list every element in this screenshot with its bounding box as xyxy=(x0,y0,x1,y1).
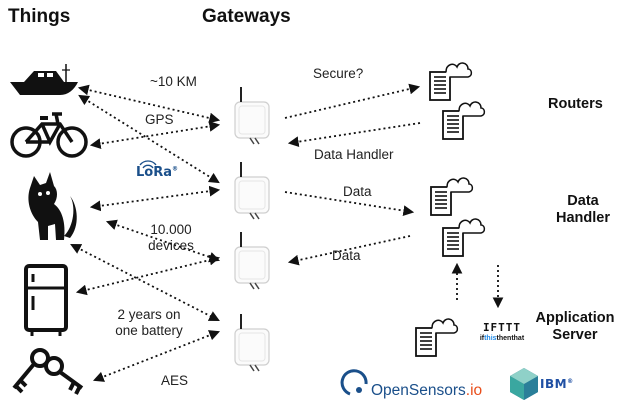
cat-icon xyxy=(28,172,77,240)
keys-icon xyxy=(12,348,84,395)
link-gw2-handler xyxy=(284,191,415,216)
link-keys-gw4 xyxy=(92,330,221,382)
connection-lines xyxy=(70,83,504,382)
label-data-2: Data xyxy=(332,248,361,263)
ifttt-logo: IFTTT ifthisthenthat xyxy=(479,321,525,342)
application-server-label: Application Server xyxy=(535,310,615,343)
boat-icon xyxy=(10,64,78,95)
link-fridge-gw4 xyxy=(70,244,220,321)
gateway-4-icon xyxy=(234,313,270,372)
label-range: ~10 KM xyxy=(150,74,197,89)
label-gps: GPS xyxy=(145,112,174,127)
gateway-3-icon xyxy=(234,231,270,290)
link-fridge-gw3 xyxy=(75,254,221,296)
opensensors-logo-icon xyxy=(340,369,368,396)
link-gw1-router xyxy=(284,83,421,119)
router-server-1-icon xyxy=(429,62,473,101)
handler-server-2-icon xyxy=(442,218,486,257)
label-battery: 2 years on one battery xyxy=(115,307,183,338)
opensensors-logo: OpenSensors.io xyxy=(371,382,483,399)
label-devices: 10.000 devices xyxy=(148,222,194,253)
link-handler-gw xyxy=(287,235,411,266)
link-cat-gw2 xyxy=(89,185,221,212)
label-aes: AES xyxy=(161,373,189,388)
gateway-2-icon xyxy=(234,161,270,220)
things-heading: Things xyxy=(8,6,71,27)
label-data-1: Data xyxy=(343,184,372,199)
data-handler-label: Data Handler xyxy=(556,193,610,226)
app-server-icon xyxy=(415,318,459,357)
link-bike-gw1 xyxy=(89,121,221,149)
lora-waves-icon xyxy=(139,160,157,169)
gateways-heading: Gateways xyxy=(202,6,291,27)
gateway-1-icon xyxy=(234,86,270,145)
ibm-cube-icon xyxy=(510,368,538,400)
routers-label: Routers xyxy=(548,96,603,112)
label-data-handler: Data Handler xyxy=(314,147,394,162)
bicycle-icon xyxy=(10,112,88,158)
ibm-logo: IBM® xyxy=(540,377,574,391)
lora-logo: LoRa® xyxy=(136,165,178,180)
link-router-gw1 xyxy=(287,122,421,148)
label-secure: Secure? xyxy=(313,66,364,81)
router-server-2-icon xyxy=(442,101,486,140)
fridge-icon xyxy=(24,264,68,336)
handler-server-1-icon xyxy=(430,177,474,216)
